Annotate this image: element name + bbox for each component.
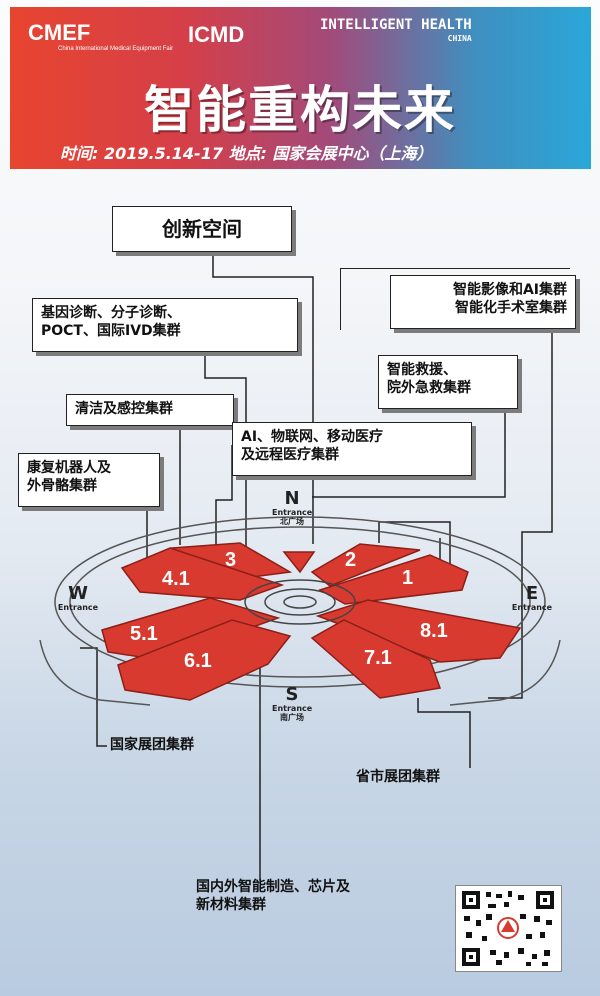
manufacturing-line2: 新材料集群	[196, 897, 266, 913]
hall-8-1-label: 8.1	[420, 620, 448, 642]
hall-8-1	[315, 599, 522, 663]
west-entrance: W Entrance	[57, 583, 99, 613]
outer-ring	[54, 516, 546, 688]
label-provincial-pavilion: 省市展团集群	[356, 769, 440, 785]
east-entrance: E Entrance	[511, 583, 553, 613]
hall-1-label: 1	[402, 567, 413, 589]
hall-7-1-label: 7.1	[364, 647, 392, 669]
hall-6-1	[117, 619, 292, 701]
event-info: 时间: 2019.5.14-17 地点: 国家会展中心（上海）	[60, 144, 433, 163]
qr-code	[455, 885, 562, 972]
hall-2-label: 2	[345, 549, 356, 571]
callout-rehab-line2: 外骨骼集群	[27, 478, 97, 494]
page-title: 智能重构未来	[144, 81, 456, 139]
qr-code-icon	[462, 891, 554, 966]
hall-2	[310, 543, 421, 587]
cmef-logo: CMEF China International Medical Equipme…	[28, 20, 174, 52]
callout-rescue-line2: 院外急救集群	[387, 380, 471, 396]
hall-4-1	[120, 547, 285, 601]
manufacturing-line1: 国内外智能制造、芯片及	[196, 879, 350, 895]
imaging-bracket	[340, 268, 570, 330]
north-gate	[282, 551, 316, 574]
callout-ai-iot: AI、物联网、移动医疗 及远程医疗集群	[232, 422, 472, 476]
north-entrance: N Entrance 北广场	[272, 488, 313, 527]
intelligent-health-logo: INTELLIGENT HEALTH CHINA	[320, 17, 472, 43]
hall-1	[318, 554, 469, 605]
callout-imaging-line2: 智能化手术室集群	[455, 300, 567, 316]
callout-ai-line2: 及远程医疗集群	[241, 447, 339, 463]
callout-ai-line1: AI、物联网、移动医疗	[241, 429, 384, 445]
callout-imaging-line1: 智能影像和AI集群	[452, 282, 567, 298]
hall-7-1	[310, 619, 442, 699]
header-banner	[10, 7, 591, 169]
central-plaza	[244, 579, 356, 625]
hall-3-label: 3	[225, 549, 236, 571]
callout-rescue: 智能救援、 院外急救集群	[378, 355, 518, 409]
callout-rehab-line1: 康复机器人及	[27, 460, 111, 476]
hall-shapes	[101, 542, 522, 701]
callout-rehab-robot: 康复机器人及 外骨骼集群	[18, 453, 160, 507]
icmd-logo: ICMD	[188, 22, 245, 47]
hall-5-1-label: 5.1	[130, 623, 158, 645]
label-manufacturing: 国内外智能制造、芯片及 新材料集群	[196, 878, 350, 914]
hall-4-1-label: 4.1	[162, 568, 190, 590]
callout-gene-line2: POCT、国际IVD集群	[41, 323, 181, 339]
callout-rescue-line1: 智能救援、	[387, 362, 457, 378]
callout-innovation-space: 创新空间	[112, 206, 292, 252]
callout-cleaning: 清洁及感控集群	[66, 394, 234, 426]
callout-gene-diagnosis: 基因诊断、分子诊断、 POCT、国际IVD集群	[32, 298, 298, 352]
label-national-pavilion: 国家展团集群	[110, 737, 194, 753]
callout-gene-line1: 基因诊断、分子诊断、	[41, 305, 181, 321]
callout-smart-imaging: 智能影像和AI集群 智能化手术室集群	[390, 275, 576, 329]
hall-6-1-label: 6.1	[184, 650, 212, 672]
south-entrance: S Entrance 南广场	[272, 684, 313, 723]
